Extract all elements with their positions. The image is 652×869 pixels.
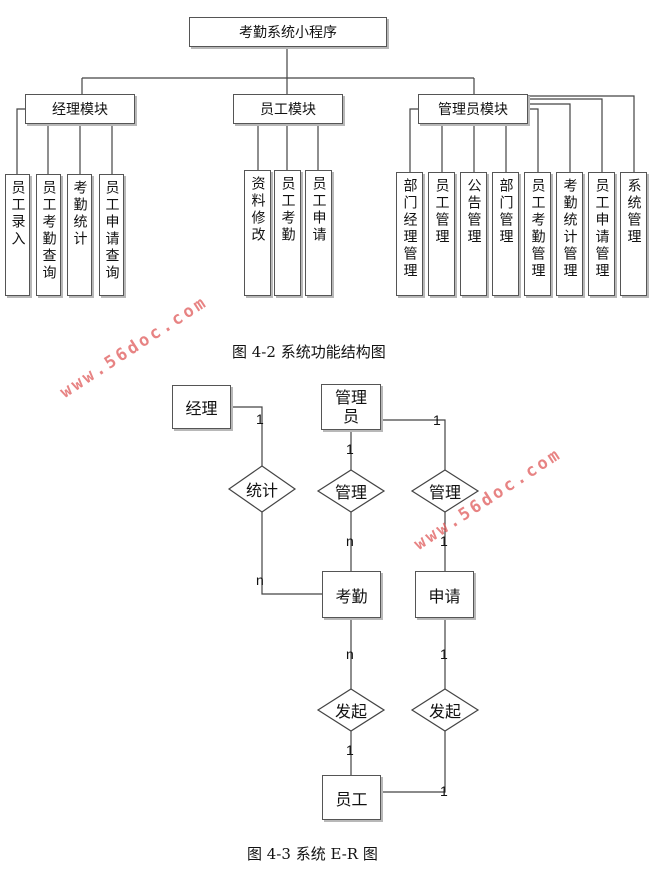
leaf-stat-mgmt: 考勤统计管理 bbox=[556, 172, 583, 296]
entity-employee: 员工 bbox=[322, 775, 381, 820]
leaf-label: 员工考勤管理 bbox=[529, 178, 546, 280]
relation-stat: 统计 bbox=[229, 478, 295, 500]
leaf-employee-mgmt: 员工管理 bbox=[428, 172, 455, 296]
leaf-dept-mgmt: 部门管理 bbox=[492, 172, 519, 296]
module-employee-label: 员工模块 bbox=[260, 102, 316, 118]
module-admin-label: 管理员模块 bbox=[438, 102, 508, 118]
figure2-caption: 图 4-3 系统 E-R 图 bbox=[247, 845, 378, 863]
relation-label: 管理 bbox=[334, 483, 367, 502]
leaf-application-query: 员工申请查询 bbox=[99, 174, 124, 296]
card-initiate1-employee: 1 bbox=[346, 742, 354, 758]
root-label: 考勤系统小程序 bbox=[239, 25, 337, 41]
relation-initiate2: 发起 bbox=[412, 699, 478, 721]
leaf-label: 考勤统计管理 bbox=[561, 178, 578, 280]
entity-admin: 管理员 bbox=[321, 384, 381, 430]
leaf-label: 考勤统计 bbox=[71, 180, 88, 248]
module-manager: 经理模块 bbox=[25, 94, 135, 124]
relation-label: 统计 bbox=[245, 481, 278, 500]
leaf-label: 公告管理 bbox=[465, 178, 482, 246]
leaf-label: 员工管理 bbox=[433, 178, 450, 246]
card-admin-manage1: 1 bbox=[346, 441, 354, 457]
relation-manage1-shape bbox=[316, 469, 386, 513]
card-manager-stat: 1 bbox=[256, 411, 264, 427]
entity-label: 经理 bbox=[185, 399, 218, 418]
card-manage2-application: 1 bbox=[440, 533, 448, 549]
entity-manager: 经理 bbox=[172, 385, 231, 429]
relation-stat-shape bbox=[227, 465, 297, 513]
relation-label: 发起 bbox=[334, 702, 367, 721]
entity-label: 申请 bbox=[428, 586, 461, 606]
leaf-label: 员工申请查询 bbox=[103, 180, 120, 282]
leaf-label: 部门管理 bbox=[497, 178, 514, 246]
leaf-label: 系统管理 bbox=[625, 178, 642, 246]
leaf-label: 资料修改 bbox=[249, 176, 266, 244]
root-node: 考勤系统小程序 bbox=[189, 17, 387, 47]
card-application-initiate2: 1 bbox=[440, 646, 448, 662]
leaf-label: 员工申请 bbox=[310, 176, 327, 244]
leaf-label: 员工考勤查询 bbox=[40, 180, 57, 282]
leaf-attendance-query: 员工考勤查询 bbox=[36, 174, 61, 296]
relation-initiate1: 发起 bbox=[318, 699, 384, 721]
module-employee: 员工模块 bbox=[233, 94, 343, 124]
leaf-notice-mgmt: 公告管理 bbox=[460, 172, 487, 296]
leaf-employee-entry: 员工录入 bbox=[5, 174, 30, 296]
card-initiate2-employee: 1 bbox=[440, 783, 448, 799]
relation-label: 发起 bbox=[428, 702, 461, 721]
leaf-employee-attendance: 员工考勤 bbox=[274, 170, 301, 296]
entity-label: 员工 bbox=[335, 789, 368, 809]
relation-initiate2-shape bbox=[410, 688, 480, 732]
relation-initiate1-shape bbox=[316, 688, 386, 732]
entity-label: 管理员 bbox=[334, 387, 367, 426]
entity-attendance: 考勤 bbox=[322, 571, 381, 618]
entity-application: 申请 bbox=[415, 571, 474, 618]
entity-label: 考勤 bbox=[335, 586, 368, 606]
leaf-application-mgmt: 员工申请管理 bbox=[588, 172, 615, 296]
module-manager-label: 经理模块 bbox=[52, 102, 108, 118]
leaf-label: 部门经理管理 bbox=[401, 178, 418, 280]
leaf-dept-manager-mgmt: 部门经理管理 bbox=[396, 172, 423, 296]
card-admin-manage2: 1 bbox=[433, 412, 441, 428]
relation-manage1: 管理 bbox=[318, 480, 384, 502]
card-stat-attendance: n bbox=[256, 572, 264, 588]
leaf-system-mgmt: 系统管理 bbox=[620, 172, 647, 296]
leaf-attendance-stat: 考勤统计 bbox=[67, 174, 92, 296]
module-admin: 管理员模块 bbox=[418, 94, 528, 124]
leaf-profile-edit: 资料修改 bbox=[244, 170, 271, 296]
leaf-employee-application: 员工申请 bbox=[305, 170, 332, 296]
leaf-label: 员工申请管理 bbox=[593, 178, 610, 280]
leaf-label: 员工考勤 bbox=[279, 176, 296, 244]
card-attendance-initiate1: n bbox=[346, 646, 354, 662]
relation-manage2: 管理 bbox=[412, 480, 478, 502]
figure1-caption: 图 4-2 系统功能结构图 bbox=[232, 343, 386, 361]
card-manage1-attendance: n bbox=[346, 533, 354, 549]
relation-manage2-shape bbox=[410, 469, 480, 513]
leaf-attendance-mgmt: 员工考勤管理 bbox=[524, 172, 551, 296]
relation-label: 管理 bbox=[428, 483, 461, 502]
leaf-label: 员工录入 bbox=[9, 180, 26, 248]
